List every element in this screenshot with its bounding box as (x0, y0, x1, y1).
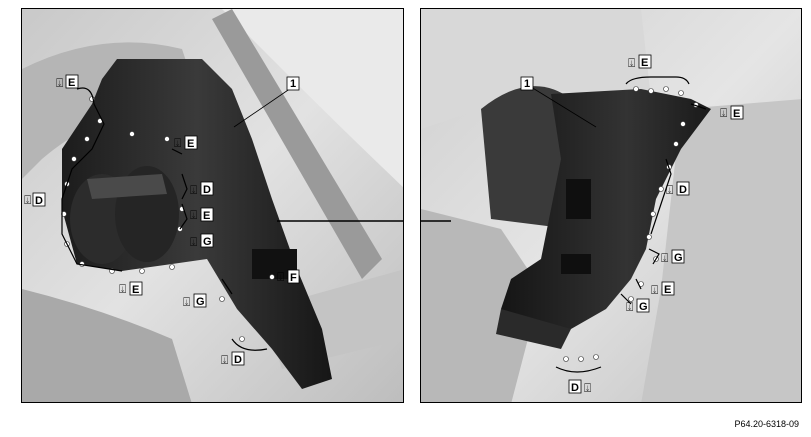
part-1-wheelhouse-trim (62, 59, 332, 389)
rear-floor-panel (641, 99, 801, 402)
svg-text:⍗: ⍗ (221, 353, 228, 367)
part-1-wheelhouse-trim (501, 89, 711, 329)
svg-text:⍗: ⍗ (190, 208, 197, 222)
callout-d-left: ⍗ D (24, 192, 46, 207)
strut-tower (481, 86, 571, 229)
svg-text:F: F (290, 272, 297, 284)
floor-panel (22, 289, 192, 402)
svg-text:E: E (733, 108, 740, 120)
svg-text:⍗: ⍗ (666, 183, 673, 197)
callout-e-right: ⍗ E (720, 105, 744, 120)
callout-e-mid: ⍗ E (190, 207, 214, 222)
callout-e-top: ⍗ E (628, 54, 652, 70)
svg-text:D: D (679, 184, 687, 196)
svg-text:⍗: ⍗ (277, 270, 284, 284)
trim-lower-lip (496, 309, 571, 349)
svg-text:⍗: ⍗ (190, 183, 197, 197)
svg-text:⍗: ⍗ (626, 300, 633, 314)
longitudinal-member (212, 9, 382, 279)
svg-text:⍗: ⍗ (584, 381, 591, 395)
svg-text:E: E (132, 284, 139, 296)
svg-text:⍗: ⍗ (24, 193, 31, 207)
leader-line-part-1 (233, 85, 295, 128)
callout-g-upper: ⍗ G (661, 249, 685, 265)
callout-part-1: 1 (286, 76, 300, 91)
wheel-well-floor (421, 209, 541, 402)
callout-d-bottom: ⍗ D (221, 351, 245, 367)
svg-text:G: G (203, 236, 212, 248)
screw-points (563, 86, 699, 362)
trim-ridge (87, 174, 167, 199)
callout-d-mid: ⍗ D (666, 181, 690, 197)
figure-code: P64.20-6318-09 (734, 419, 799, 429)
trim-opening (566, 179, 591, 219)
callout-part-1: 1 (520, 76, 534, 91)
callout-e-bottom: ⍗ E (119, 281, 143, 296)
callout-e-lower: ⍗ E (651, 281, 675, 297)
callout-g-bottom: ⍗ G (183, 293, 207, 309)
left-view-panel: 1 ⍗ E ⍗ E ⍗ D ⍗ D ⍗ E ⍗ G (21, 8, 404, 403)
svg-text:E: E (664, 284, 671, 296)
bracket-lines (61, 87, 268, 351)
svg-text:D: D (234, 354, 242, 366)
trim-slot (561, 254, 591, 274)
svg-text:⍗: ⍗ (628, 56, 635, 70)
svg-text:E: E (203, 210, 210, 222)
svg-text:G: G (674, 252, 683, 264)
upper-panel (421, 9, 651, 129)
svg-text:⍗: ⍗ (56, 76, 63, 90)
svg-text:1: 1 (524, 78, 530, 90)
svg-text:⍗: ⍗ (651, 283, 658, 297)
svg-text:⍗: ⍗ (190, 235, 197, 249)
left-view-illustration: 1 ⍗ E ⍗ E ⍗ D ⍗ D ⍗ E ⍗ G (22, 9, 403, 402)
svg-text:⍗: ⍗ (119, 282, 126, 296)
callout-f: ⍗ F (277, 269, 300, 284)
svg-text:E: E (641, 57, 648, 69)
right-view-illustration: 1 ⍗ E ⍗ E ⍗ D ⍗ G ⍗ E ⍗ G (421, 9, 801, 402)
leader-line-part-1 (530, 86, 597, 128)
callout-d-mid: ⍗ D (190, 181, 214, 197)
svg-text:E: E (68, 77, 75, 89)
side-wall-panel (222, 9, 403, 188)
svg-text:⍗: ⍗ (183, 295, 190, 309)
svg-text:E: E (187, 138, 194, 150)
svg-text:1: 1 (290, 78, 296, 90)
callout-e-upper-right: ⍗ E (174, 135, 198, 150)
svg-text:⍗: ⍗ (661, 251, 668, 265)
svg-text:⍗: ⍗ (720, 106, 727, 120)
svg-text:G: G (639, 301, 648, 313)
svg-text:G: G (196, 296, 205, 308)
svg-text:D: D (203, 184, 211, 196)
right-view-panel: 1 ⍗ E ⍗ E ⍗ D ⍗ G ⍗ E ⍗ G (420, 8, 802, 403)
svg-text:D: D (35, 195, 43, 207)
callout-e-top: ⍗ E (56, 74, 79, 90)
callout-d-bottom: D ⍗ (568, 379, 591, 395)
svg-text:⍗: ⍗ (174, 136, 181, 150)
callout-g-mid: ⍗ G (190, 233, 214, 249)
callout-g-lower: ⍗ G (626, 298, 650, 314)
svg-text:D: D (571, 382, 579, 394)
bracket-lines (555, 76, 707, 373)
